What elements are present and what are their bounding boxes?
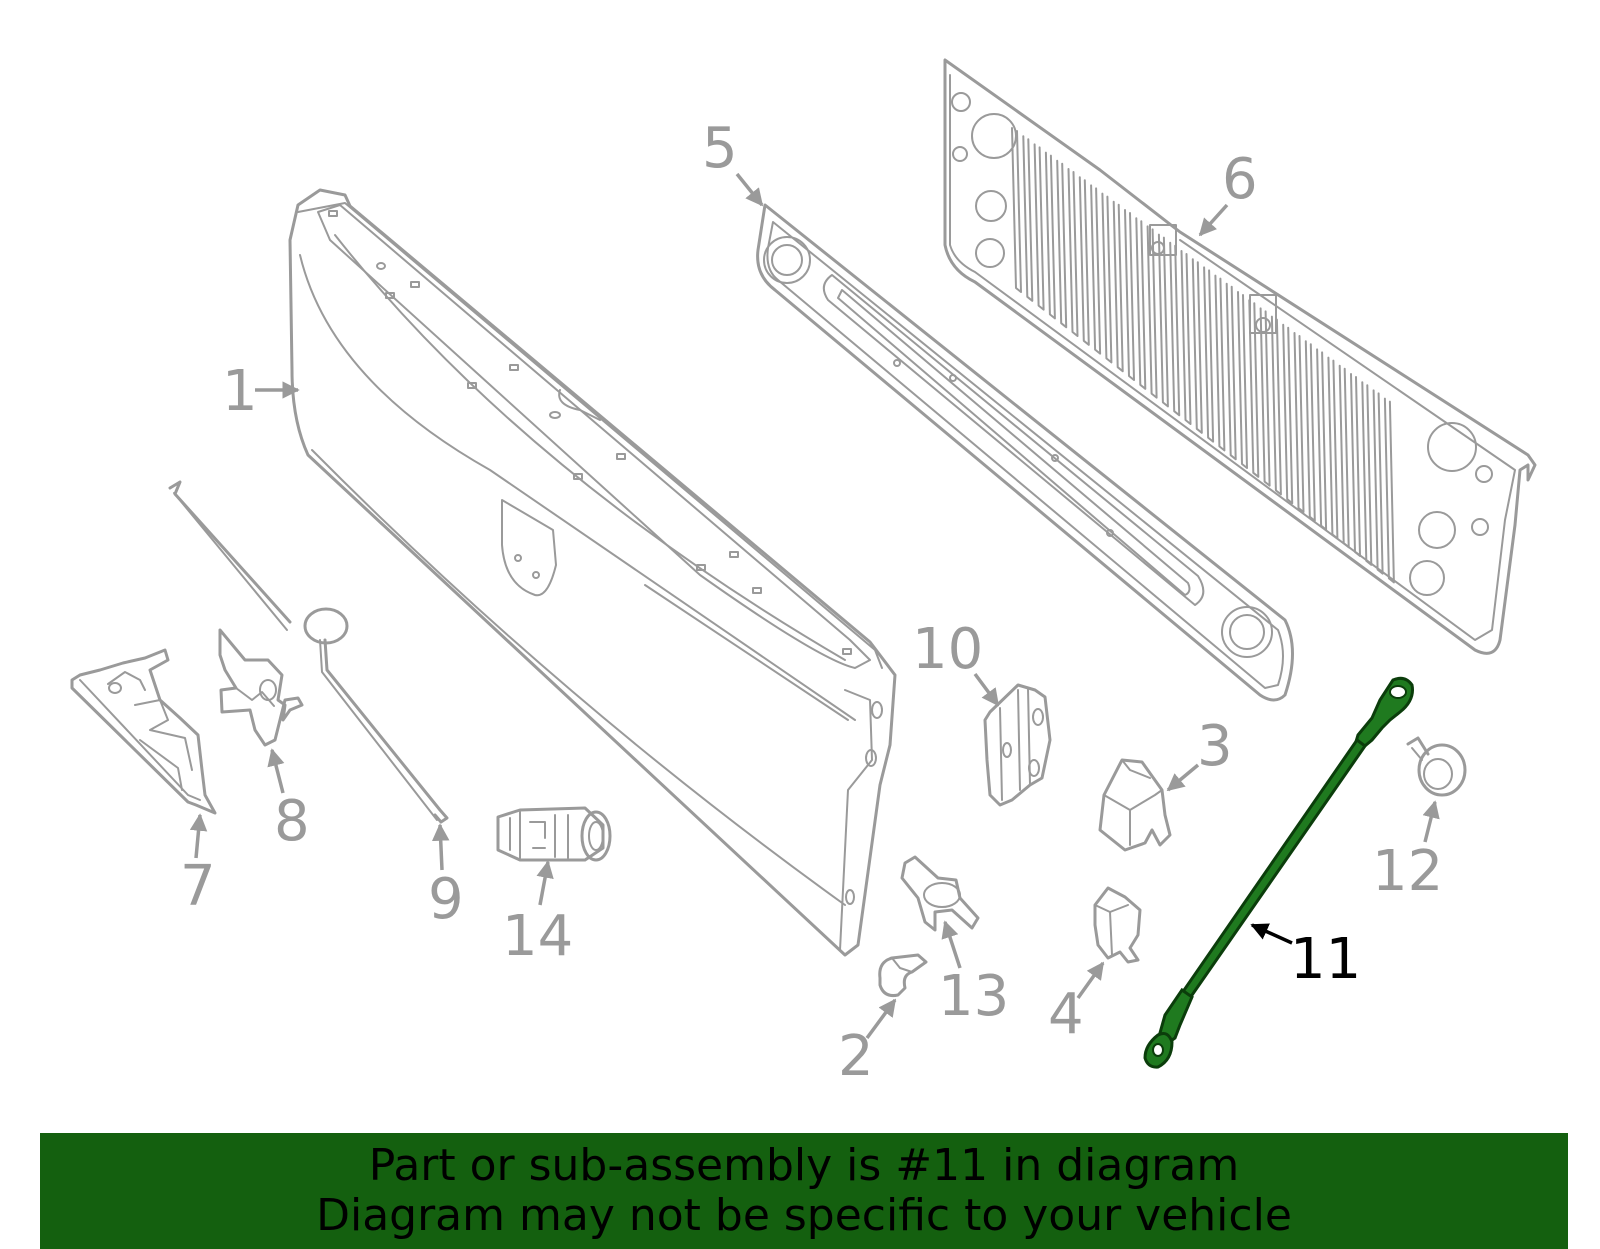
callout-2: 2 [838,1024,874,1089]
banner-part-line: Part or sub-assembly is #11 in diagram [368,1140,1240,1191]
part-10-hinge-bracket [983,683,1052,807]
callout-14: 14 [502,904,573,969]
part-9-latch-rod [168,480,449,824]
part-14-lock-cylinder [496,806,612,862]
callout-labels: 1 2 3 4 5 6 7 8 9 10 11 12 13 14 [180,116,1443,1089]
banner-disclaimer-line: Diagram may not be specific to your vehi… [316,1190,1292,1241]
part-12-bolt [1406,736,1467,797]
callout-6: 6 [1222,147,1258,212]
part-3-striker [1098,758,1172,852]
part-7-latch [70,648,217,815]
part-6-inner-panel [943,58,1537,655]
part-2-clip [878,953,928,997]
callout-10: 10 [912,617,983,682]
part-1-tailgate [288,188,897,957]
callout-5: 5 [702,116,738,181]
callout-1: 1 [222,359,258,424]
part-13-pivot-pin [900,855,980,932]
callout-12: 12 [1372,839,1443,904]
callout-11: 11 [1290,927,1361,992]
callout-arrows [189,172,1440,1040]
callout-9: 9 [428,867,464,932]
part-4-bumper [1093,886,1142,964]
info-banner: Part or sub-assembly is #11 in diagram D… [40,1133,1568,1249]
callout-8: 8 [274,789,310,854]
callout-3: 3 [1197,714,1233,779]
parts-diagram: 1 2 3 4 5 6 7 8 9 10 11 12 13 14 [70,58,1537,1089]
part-8-latch [218,628,304,747]
part-11-support-cable [1143,676,1414,1069]
callout-13: 13 [938,964,1009,1029]
callout-4: 4 [1048,982,1084,1047]
part-5-trim-panel [756,203,1294,702]
callout-7: 7 [180,854,216,919]
